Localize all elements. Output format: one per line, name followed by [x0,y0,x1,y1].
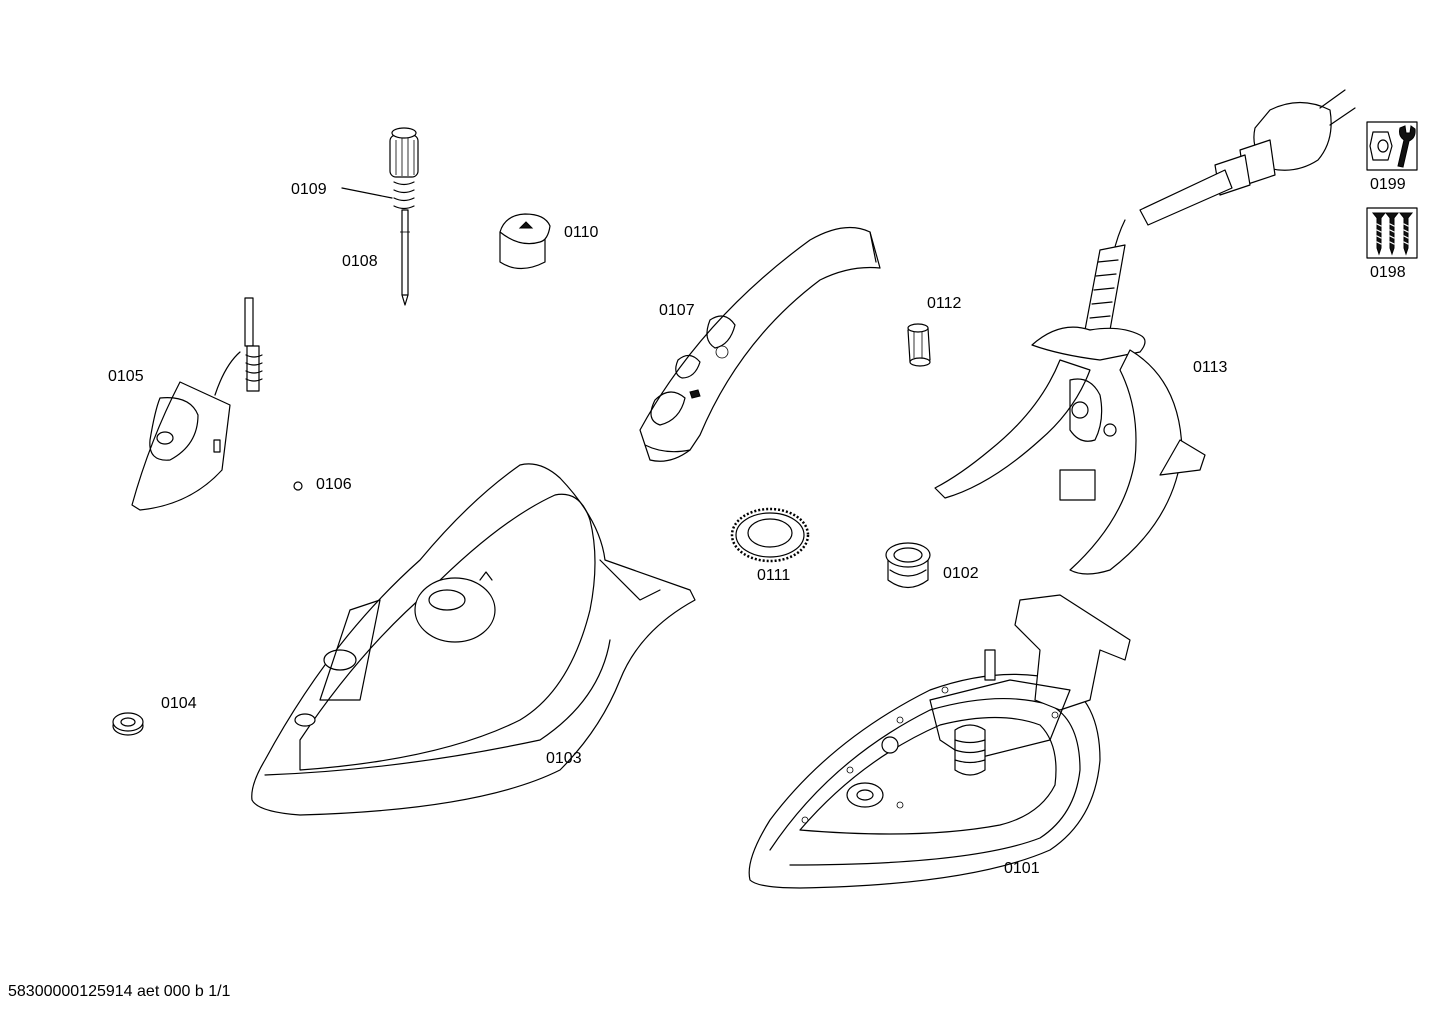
document-code: 58300000125914 aet 000 b 1/1 [8,983,231,1000]
wrench-nut-icon [1366,121,1418,171]
part-0102-bushing [885,542,931,589]
part-0112-connector [907,323,931,367]
part-label-0198: 0198 [1370,264,1406,281]
part-label-0103: 0103 [546,750,582,767]
part-label-0105: 0105 [108,368,144,385]
part-0111-ring-gear [730,507,810,563]
part-0113-handle-with-cord [934,89,1356,575]
part-0106-small-ring [293,481,303,491]
part-0110-cap [499,213,551,270]
part-label-0109: 0109 [291,181,327,198]
part-0103-housing [251,463,696,816]
part-label-0111: 0111 [757,567,791,584]
part-label-0112: 0112 [927,295,962,312]
screws-icon [1366,207,1418,259]
part-label-0101: 0101 [1004,860,1040,877]
part-0105-spray-assembly [131,297,263,511]
part-label-0113: 0113 [1193,359,1228,376]
part-label-0102: 0102 [943,565,979,582]
part-label-0104: 0104 [161,695,197,712]
part-label-0108: 0108 [342,253,378,270]
part-label-0107: 0107 [659,302,695,319]
part-0101-soleplate [748,594,1131,889]
part-0104-grommet [112,712,144,736]
part-label-0110: 0110 [564,224,599,241]
part-0108-rod [400,209,410,306]
part-0107-handle-cover [639,226,881,462]
part-0109-knob [341,127,419,210]
part-label-0106: 0106 [316,476,352,493]
part-label-0199: 0199 [1370,176,1406,193]
